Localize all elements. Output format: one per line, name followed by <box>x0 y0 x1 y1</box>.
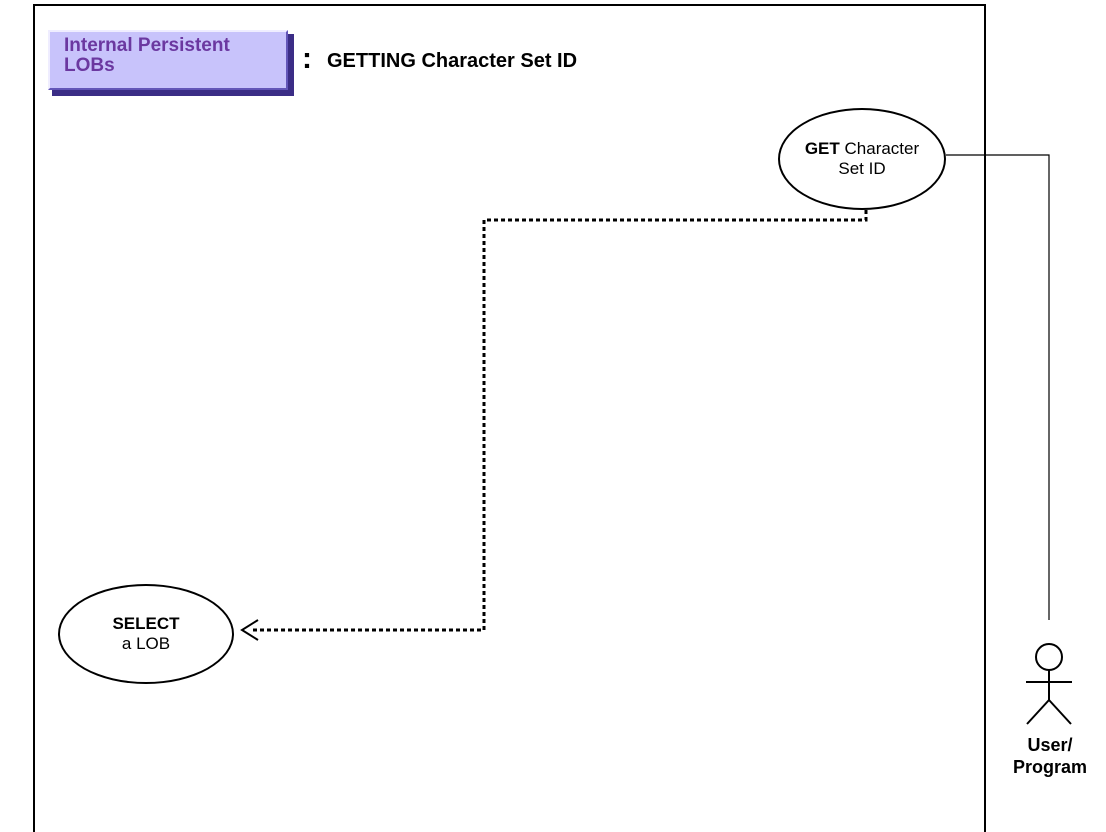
use-case-verb: GET <box>804 139 840 158</box>
actor-label-line1: User/ <box>1027 735 1073 755</box>
use-case-text: Character <box>839 139 920 158</box>
actor-label-line2: Program <box>1012 757 1088 777</box>
stick-figure-icon <box>1026 643 1072 725</box>
use-case-line2: a LOB <box>121 634 171 653</box>
category-tag: Internal Persistent LOBs <box>48 30 288 90</box>
use-case-verb: SELECT <box>112 614 180 633</box>
page-title: GETTING Character Set ID <box>327 50 578 72</box>
actor-label: User/ Program <box>1000 734 1100 778</box>
title-separator: : <box>302 42 312 75</box>
use-case-get-character-set-id[interactable]: GET Character Set ID <box>778 108 946 210</box>
use-case-select-a-lob[interactable]: SELECT a LOB <box>58 584 234 684</box>
use-case-line2: Set ID <box>838 159 886 178</box>
use-case-line1: GET Character <box>805 139 919 159</box>
